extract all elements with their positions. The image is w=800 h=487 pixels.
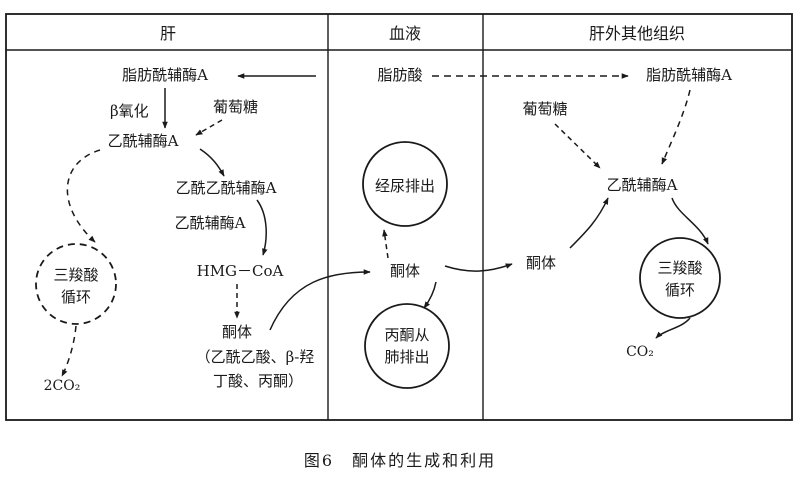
arrow-blood-ketone-to-urine [382, 229, 389, 259]
liver-tca-label-1: 三羧酸 [53, 266, 98, 284]
arrow-acetyl-coa-to-tissue-tca [671, 197, 709, 245]
liver-hmg-coa: HMG－CoA [197, 262, 284, 280]
liver-beta-oxidation: β氧化 [110, 102, 149, 120]
liver-tca-label-2: 循环 [61, 288, 91, 306]
tissue-glucose: 葡萄糖 [522, 100, 567, 118]
arrow-blood-ketone-to-lung [423, 281, 437, 309]
blood-arrows [382, 229, 513, 309]
arrow-tissue-tca-to-co2 [655, 317, 691, 339]
arrow-liver-ketone-to-blood [269, 269, 371, 331]
blood-lung-circle [364, 303, 450, 389]
arrow-tissue-glucose-to-acetyl-coa [554, 123, 601, 169]
liver-ketone-bodies: 酮体 [222, 323, 252, 341]
liver-tca-cycle-circle [35, 243, 117, 325]
blood-urine-circle [362, 141, 448, 227]
tissue-tca-cycle-circle [639, 237, 721, 319]
blood-fatty-acid: 脂肪酸 [377, 66, 422, 84]
liver-acetoacetyl-coa: 乙酰乙酰辅酶A [176, 179, 277, 197]
tissue-acyl-coa: 脂肪酰辅酶A [646, 66, 732, 84]
blood-ketone-bodies: 酮体 [390, 262, 420, 280]
liver-ketone-detail-2: 丁酸、丙酮） [213, 372, 303, 390]
tissue-tca-label-2: 循环 [665, 281, 695, 299]
arrow-tissue-ketone-to-acetyl-coa [569, 197, 609, 249]
liver-acetyl-coa: 乙酰辅酶A [108, 132, 179, 150]
arrow-acetyl-coa2-to-hmg-coa [256, 199, 268, 256]
liver-acyl-coa: 脂肪酰辅酶A [122, 66, 208, 84]
blood-lung-label-1: 丙酮从 [384, 326, 429, 344]
header-extrahepatic: 肝外其他组织 [589, 24, 685, 43]
arrow-acetyl-coa-to-tca [66, 149, 101, 243]
arrow-tca-to-co2 [61, 325, 77, 377]
figure-caption: 图6 酮体的生成和利用 [304, 451, 496, 470]
blood-urine-label: 经尿排出 [375, 177, 435, 195]
liver-acetyl-coa-2: 乙酰辅酶A [175, 214, 246, 232]
liver-arrows [61, 73, 371, 377]
tissue-arrows [432, 73, 709, 339]
liver-glucose: 葡萄糖 [213, 98, 258, 116]
tissue-co2: CO₂ [626, 344, 654, 360]
arrow-tissue-acyl-coa-to-acetyl-coa [661, 89, 691, 165]
tissue-acetyl-coa: 乙酰辅酶A [607, 176, 678, 194]
tissue-ketone-bodies: 酮体 [526, 254, 556, 272]
header-liver: 肝 [160, 24, 176, 43]
liver-ketone-detail-1: （乙酰乙酸、β-羟 [196, 348, 315, 366]
header-blood: 血液 [389, 24, 421, 43]
arrow-acetyl-coa-to-acetoacetyl-coa [199, 148, 225, 177]
liver-co2: 2CO₂ [44, 378, 81, 394]
arrow-glucose-to-acetyl-coa [195, 119, 223, 136]
diagram-frame [5, 13, 793, 421]
tissue-tca-label-1: 三羧酸 [657, 259, 702, 277]
arrow-blood-ketone-to-tissue [444, 263, 513, 272]
blood-lung-label-2: 肺排出 [384, 348, 429, 366]
